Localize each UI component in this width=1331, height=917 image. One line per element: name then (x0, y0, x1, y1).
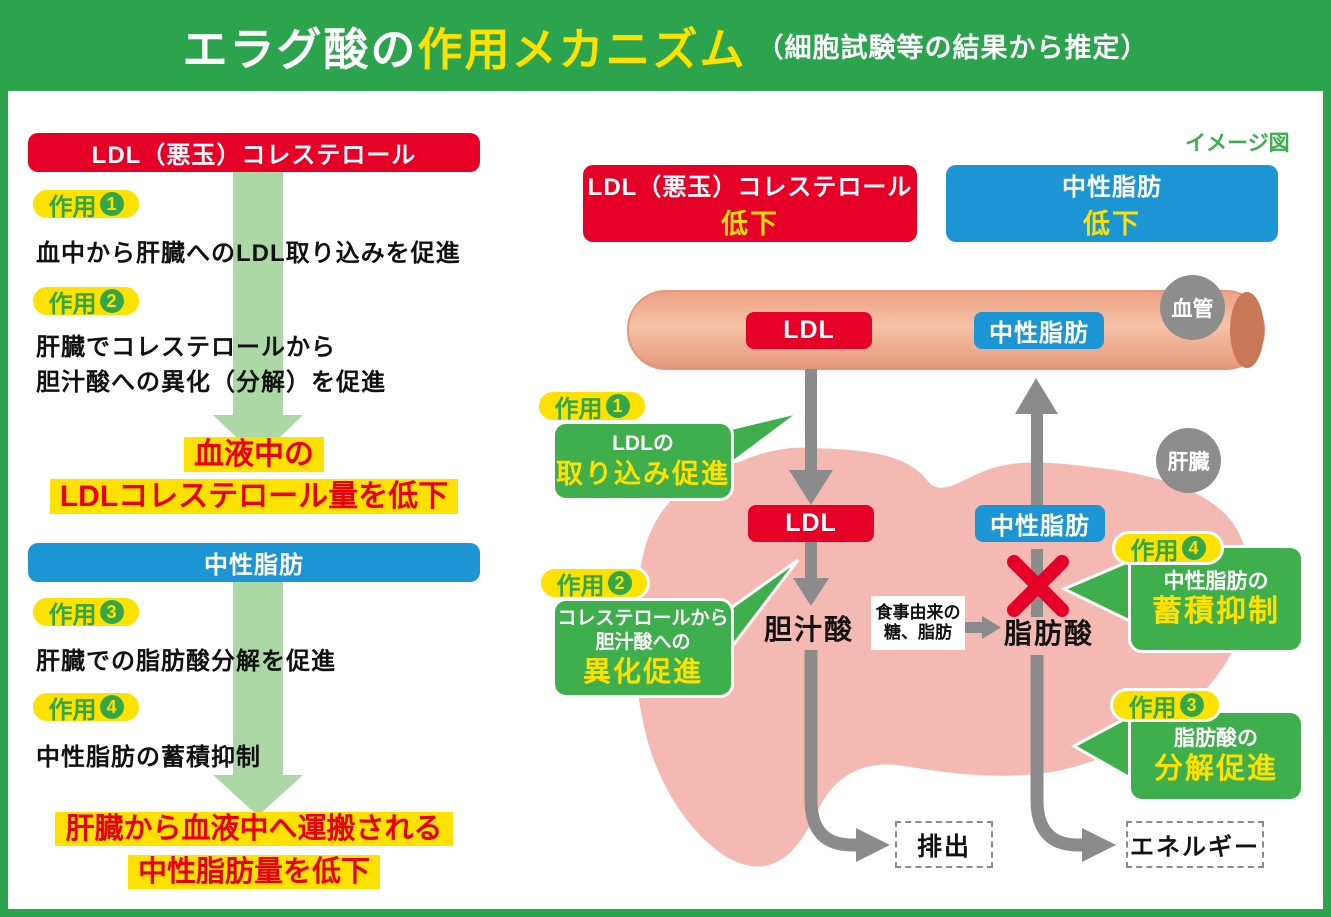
diet-source-box: 食事由来の 糖、脂肪 (871, 596, 965, 650)
action4-pill-number: 4 (99, 695, 124, 719)
vessel-ldl-tag: LDL (746, 312, 872, 349)
action4-pill-label: 作用 (48, 696, 97, 724)
result2-line1: 肝臓から血液中へ運搬される (55, 812, 453, 846)
action3-text: 肝臓での脂肪酸分解を促進 (36, 648, 336, 675)
excretion-box: 排出 (895, 821, 993, 868)
liver-ldl-tag: LDL (748, 505, 874, 542)
bubble4-pill-label: 作用 (1130, 537, 1179, 565)
page-title: エラグ酸の作用メカニズム (182, 24, 747, 75)
action2-pill-label: 作用 (48, 290, 97, 318)
arrow-fatty-to-energy (1030, 655, 1116, 862)
liver-label-circle: 肝臓 (1156, 428, 1221, 493)
block-x-icon (1007, 555, 1069, 617)
page-subtitle: （細胞試験等の結果から推定） (756, 33, 1149, 63)
bubble1-pill-label: 作用 (554, 395, 603, 423)
header-banner: エラグ酸の作用メカニズム （細胞試験等の結果から推定） (0, 0, 1331, 91)
action3-pill-number: 3 (99, 600, 124, 624)
bubble1-body: LDLの 取り込み促進 (552, 421, 734, 501)
arrow-vessel-to-liver-ldl (789, 369, 833, 505)
arrow-ldl-to-bile (793, 541, 829, 606)
diet-line2: 糖、脂肪 (884, 623, 952, 642)
frame-bottom (0, 909, 1331, 917)
bubble3-pill-number: 3 (1179, 693, 1204, 717)
bubble3-line2: 分解促進 (1153, 753, 1278, 785)
bubble1-pill-number: 1 (605, 394, 630, 418)
bubble2-line1: コレステロールから (557, 608, 729, 629)
arrow-tg-to-vessel (1015, 378, 1058, 512)
result1-line2: LDLコレステロール量を低下 (49, 479, 459, 514)
arrow-diet-to-fatty (962, 616, 1001, 639)
bubble4-line2: 蓄積抑制 (1152, 595, 1280, 628)
result2-block: 肝臓から血液中へ運搬される 中性脂肪量を低下 (24, 810, 484, 896)
action2-text-line2: 胆汁酸への異化（分解）を促進 (36, 369, 386, 396)
frame-right (1323, 91, 1331, 917)
bubble4-line1: 中性脂肪の (1163, 570, 1269, 593)
bubble2-pill-number: 2 (607, 571, 632, 595)
frame-left (0, 91, 8, 917)
flow-arrow-ldl (213, 172, 303, 458)
bubble1-line2: 取り込み促進 (556, 459, 730, 489)
result1-block: 血液中の LDLコレステロール量を低下 (24, 436, 484, 520)
flow-arrow-tg (213, 578, 303, 816)
energy-box: エネルギー (1126, 821, 1264, 868)
bubble2-line2: 胆汁酸への (595, 632, 691, 653)
bubble2-body: コレステロールから 胆汁酸への 異化促進 (552, 598, 734, 698)
liver-shape (634, 447, 1250, 867)
vessel-tg-tag: 中性脂肪 (974, 312, 1104, 349)
liver-tg-tag: 中性脂肪 (975, 505, 1105, 542)
bubble3-line1: 脂肪酸の (1174, 727, 1258, 750)
bubble3-body: 脂肪酸の 分解促進 (1128, 710, 1304, 802)
image-note: イメージ図 (1185, 132, 1290, 155)
tg-section-banner: 中性脂肪 (28, 543, 480, 582)
tg-lower-box: 中性脂肪 低下 (946, 165, 1278, 242)
bubble3-pill-label: 作用 (1128, 694, 1177, 722)
bile-acid-label: 胆汁酸 (764, 614, 855, 645)
tg-lower-line2: 低下 (1083, 208, 1141, 239)
action1-text: 血中から肝臓へのLDL取り込みを促進 (36, 240, 461, 267)
arrow-bile-to-excretion (804, 650, 890, 862)
page-title-accent: 作用メカニズム (417, 24, 747, 75)
action2-pill-number: 2 (99, 289, 124, 313)
bubble2-pill-label: 作用 (556, 572, 605, 600)
blood-vessel (627, 290, 1265, 370)
result2-line2: 中性脂肪量を低下 (127, 855, 380, 889)
ldl-lower-line1: LDL（悪玉）コレステロール (587, 173, 913, 201)
ldl-lower-box: LDL（悪玉）コレステロール 低下 (583, 165, 917, 242)
action1-pill-label: 作用 (48, 193, 97, 221)
diet-line1: 食事由来の (875, 603, 961, 622)
action1-pill-number: 1 (99, 192, 124, 216)
ldl-lower-line2: 低下 (721, 208, 779, 239)
tg-lower-line1: 中性脂肪 (1062, 173, 1162, 201)
bubble4-pill-number: 4 (1181, 536, 1206, 560)
result1-line1: 血液中の (184, 437, 324, 472)
bubble1-line1: LDLの (612, 432, 674, 455)
bubble2-line3: 異化促進 (582, 656, 703, 687)
action3-pill-label: 作用 (48, 601, 97, 629)
action4-text: 中性脂肪の蓄積抑制 (36, 744, 261, 771)
vessel-label-circle: 血管 (1160, 275, 1225, 340)
fatty-acid-label: 脂肪酸 (1004, 618, 1095, 649)
ldl-section-banner: LDL（悪玉）コレステロール (28, 133, 480, 172)
action2-text-line1: 肝臓でコレステロールから (36, 334, 336, 361)
